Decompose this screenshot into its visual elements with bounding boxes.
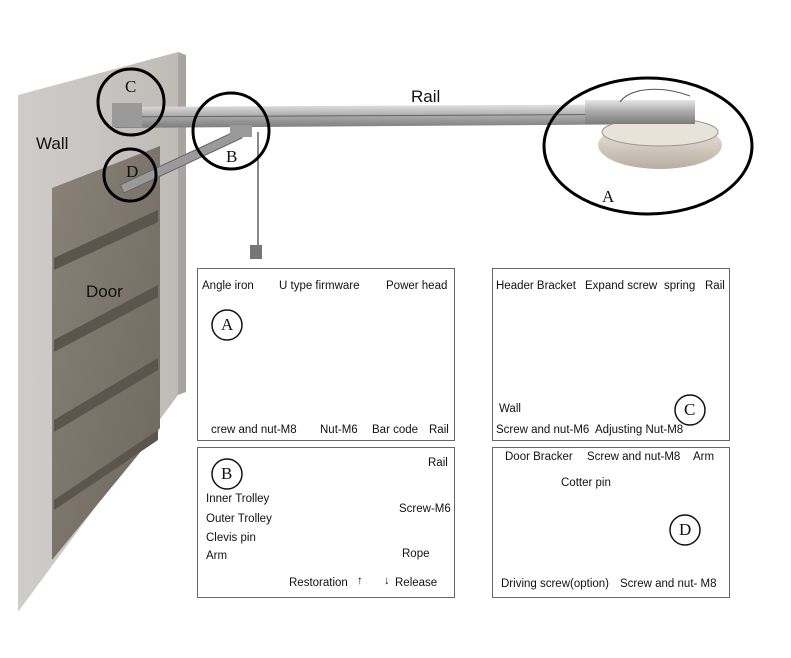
panel-d-arm-label: Arm <box>693 451 715 463</box>
callout-letter-c: C <box>125 77 137 96</box>
screw-nut-m8-bottom-label: Screw and nut- M8 <box>620 578 717 590</box>
inner-trolley-label: Inner Trolley <box>206 493 270 505</box>
panel-c-letter: C <box>684 400 696 419</box>
panel-a-circle <box>211 309 243 341</box>
bar-code-label: Bar code <box>372 424 419 436</box>
spring-label: spring <box>664 280 696 292</box>
screw-m6-label: Screw-M6 <box>399 503 451 515</box>
header-bracket-label: Header Bracket <box>496 280 576 292</box>
screw-nut-m8-label: crew and nut-M8 <box>211 424 297 436</box>
callout-letter-d: D <box>126 162 139 181</box>
callout-circle-c <box>96 67 166 137</box>
door-bracker-label: Door Bracker <box>505 451 573 463</box>
restoration-label: Restoration <box>289 577 348 589</box>
panel-d <box>492 447 730 598</box>
arm-label: Arm <box>206 550 228 562</box>
wall-label: Wall <box>36 134 69 153</box>
arrow-up-icon: ↑ <box>357 575 363 587</box>
panel-a-rail-label: Rail <box>429 424 449 436</box>
nut-m6-label: Nut-M6 <box>320 424 358 436</box>
cotter-pin-label: Cotter pin <box>561 477 611 489</box>
door-label: Door <box>86 282 123 301</box>
driving-screw-label: Driving screw(option) <box>501 578 610 590</box>
rail-label: Rail <box>411 87 441 106</box>
power-head-label: Power head <box>386 280 448 292</box>
outer-trolley-label: Outer Trolley <box>206 513 272 525</box>
panel-d-circle <box>669 514 701 546</box>
arrow-down-icon: ↓ <box>384 575 390 587</box>
panel-b <box>197 447 455 598</box>
panel-b-rail-label: Rail <box>428 457 448 469</box>
screw-nut-m6-label: Screw and nut-M6 <box>496 424 590 436</box>
callout-letter-b: B <box>226 147 238 166</box>
panel-d-letter: D <box>679 520 692 539</box>
callout-circle-b <box>191 91 271 171</box>
clevis-pin-label: Clevis pin <box>206 532 256 544</box>
screw-nut-m8-top-label: Screw and nut-M8 <box>587 451 681 463</box>
callout-letter-a: A <box>602 187 615 206</box>
angle-iron-label: Angle iron <box>202 280 254 292</box>
adjusting-nut-m8-label: Adjusting Nut-M8 <box>595 424 684 436</box>
rope-label: Rope <box>402 548 430 560</box>
callout-circle-a <box>542 76 754 216</box>
u-type-firmware-label: U type firmware <box>279 280 360 292</box>
panel-a <box>197 268 455 441</box>
expand-screw-label: Expand screw <box>585 280 658 292</box>
release-label: Release <box>395 577 438 589</box>
panel-c <box>492 268 730 441</box>
power-head-illustration <box>585 88 722 169</box>
panel-c-rail-label: Rail <box>705 280 725 292</box>
panel-b-circle <box>211 458 243 490</box>
door-illustration <box>52 146 160 560</box>
panel-a-letter: A <box>221 315 234 334</box>
panel-c-circle <box>674 394 706 426</box>
callout-circle-d <box>102 147 158 203</box>
panel-c-wall-label: Wall <box>499 403 521 415</box>
panel-b-letter: B <box>221 464 233 483</box>
